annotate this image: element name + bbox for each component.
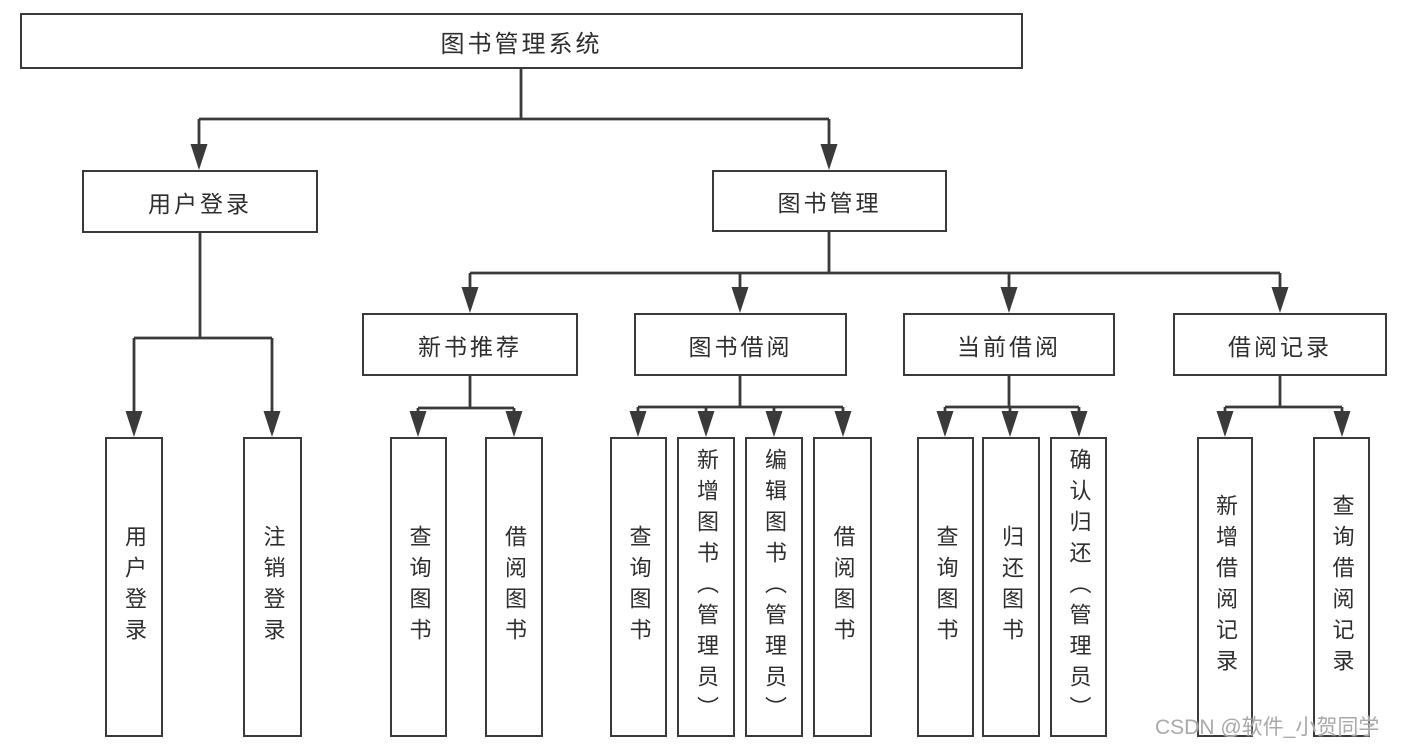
node-book-management-label: 图书管理	[777, 190, 882, 216]
node-borrowing-records-label: 借阅记录	[1228, 333, 1332, 360]
node-user-login-label: 用户登录	[148, 190, 252, 217]
node-current-borrowing: 当前借阅	[903, 313, 1115, 376]
leaf-edit-books-admin-label: 编辑图书（管理员）	[762, 447, 787, 727]
leaf-query-books-borrowing: 查询图书	[610, 437, 667, 737]
leaf-logout-login: 注销登录	[243, 437, 302, 737]
leaf-borrow-books-recommend-label: 借阅图书	[502, 525, 527, 649]
leaf-query-borrow-record: 查询借阅记录	[1313, 437, 1370, 737]
leaf-add-books-admin: 新增图书（管理员）	[677, 437, 735, 737]
node-book-borrowing: 图书借阅	[634, 313, 847, 376]
node-new-book-recommend-label: 新书推荐	[418, 333, 522, 360]
leaf-borrow-books-borrowing: 借阅图书	[813, 437, 872, 737]
node-user-login: 用户登录	[82, 170, 318, 233]
arrowhead-icon	[936, 411, 954, 437]
leaf-query-books-current-label: 查询图书	[933, 525, 959, 649]
leaf-return-books-label: 归还图书	[999, 525, 1024, 649]
arrowhead-icon	[629, 411, 647, 437]
node-book-borrowing-label: 图书借阅	[688, 333, 793, 360]
leaf-query-books-recommend-label: 查询图书	[406, 525, 432, 649]
csdn-watermark: CSDN @软件_小贺同学	[1155, 716, 1380, 739]
leaf-confirm-return-admin: 确认归还（管理员）	[1050, 437, 1107, 737]
leaf-query-books-current: 查询图书	[917, 437, 974, 737]
arrowheads	[125, 144, 1351, 437]
arrowhead-icon	[1000, 287, 1018, 313]
leaf-add-books-admin-label: 新增图书（管理员）	[694, 447, 719, 727]
leaf-query-books-borrowing-label: 查询图书	[626, 525, 652, 649]
arrowhead-icon	[1001, 411, 1019, 437]
arrowhead-icon	[125, 411, 143, 437]
node-book-management: 图书管理	[712, 170, 947, 232]
leaf-edit-books-admin: 编辑图书（管理员）	[745, 437, 803, 737]
arrowhead-icon	[834, 411, 852, 437]
node-root: 图书管理系统	[20, 13, 1023, 69]
leaf-user-login-label: 用户登录	[122, 525, 147, 649]
arrowhead-icon	[820, 144, 838, 170]
arrowhead-icon	[731, 287, 749, 313]
arrowhead-icon	[409, 411, 427, 437]
leaf-add-borrow-record-label: 新增借阅记录	[1213, 494, 1238, 680]
arrowhead-icon	[263, 411, 281, 437]
arrowhead-icon	[190, 144, 208, 170]
node-borrowing-records: 借阅记录	[1173, 313, 1387, 376]
leaf-user-login: 用户登录	[105, 437, 163, 737]
arrowhead-icon	[697, 411, 715, 437]
arrowhead-icon	[765, 411, 783, 437]
arrowhead-icon	[505, 411, 523, 437]
leaf-borrow-books-borrowing-label: 借阅图书	[830, 525, 856, 649]
leaf-borrow-books-recommend: 借阅图书	[485, 437, 543, 737]
arrowhead-icon	[1271, 287, 1289, 313]
leaf-query-borrow-record-label: 查询借阅记录	[1329, 494, 1355, 680]
leaf-add-borrow-record: 新增借阅记录	[1197, 437, 1253, 737]
leaf-logout-login-label: 注销登录	[260, 525, 286, 649]
node-current-borrowing-label: 当前借阅	[957, 333, 1061, 360]
leaf-return-books: 归还图书	[982, 437, 1040, 737]
node-new-book-recommend: 新书推荐	[362, 313, 578, 376]
arrowhead-icon	[1070, 411, 1088, 437]
arrowhead-icon	[1216, 411, 1234, 437]
leaf-confirm-return-admin-label: 确认归还（管理员）	[1066, 447, 1092, 727]
arrowhead-icon	[461, 287, 479, 313]
leaf-query-books-recommend: 查询图书	[390, 437, 447, 737]
arrowhead-icon	[1333, 411, 1351, 437]
node-root-label: 图书管理系统	[440, 30, 603, 58]
